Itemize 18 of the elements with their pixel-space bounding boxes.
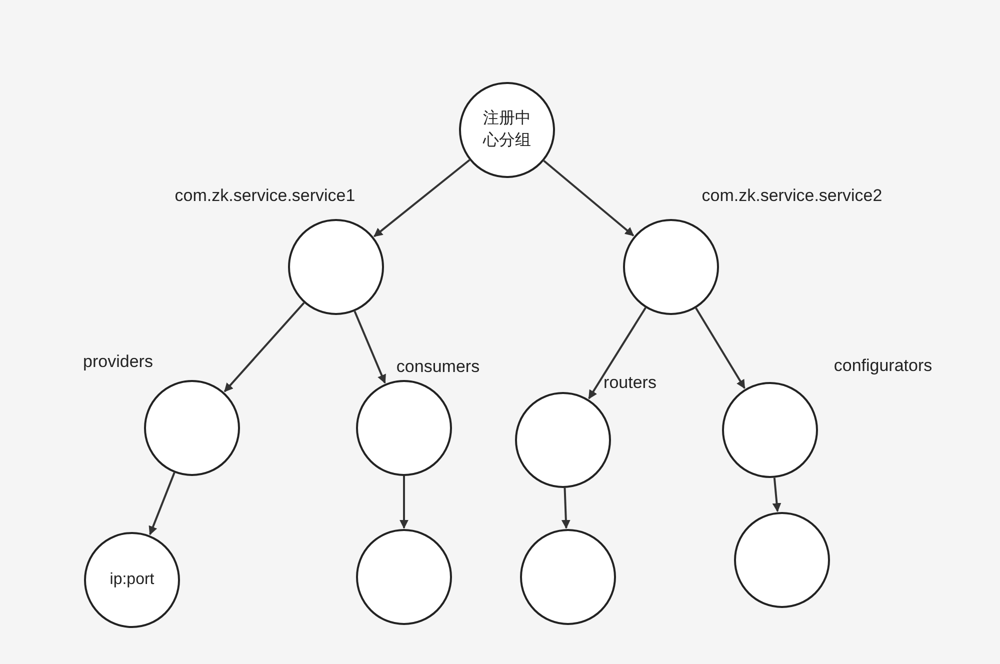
node-label: routers [604,373,656,393]
arrow [543,160,634,236]
node-label: providers [83,352,153,372]
arrow [772,478,782,512]
node-text: 注册中心分组 [482,108,532,151]
node-label: com.zk.service.service2 [702,186,882,206]
arrow [400,476,408,529]
arrow [224,302,305,392]
node-label: com.zk.service.service1 [174,186,356,206]
node-text: ip:port [108,570,156,590]
node-label: consumers [396,357,480,377]
arrow [588,307,646,400]
arrow [561,488,570,529]
arrow [374,159,470,238]
arrow [148,472,176,536]
arrow [354,310,386,384]
node-label: configurators [834,356,932,376]
arrow [695,308,746,389]
